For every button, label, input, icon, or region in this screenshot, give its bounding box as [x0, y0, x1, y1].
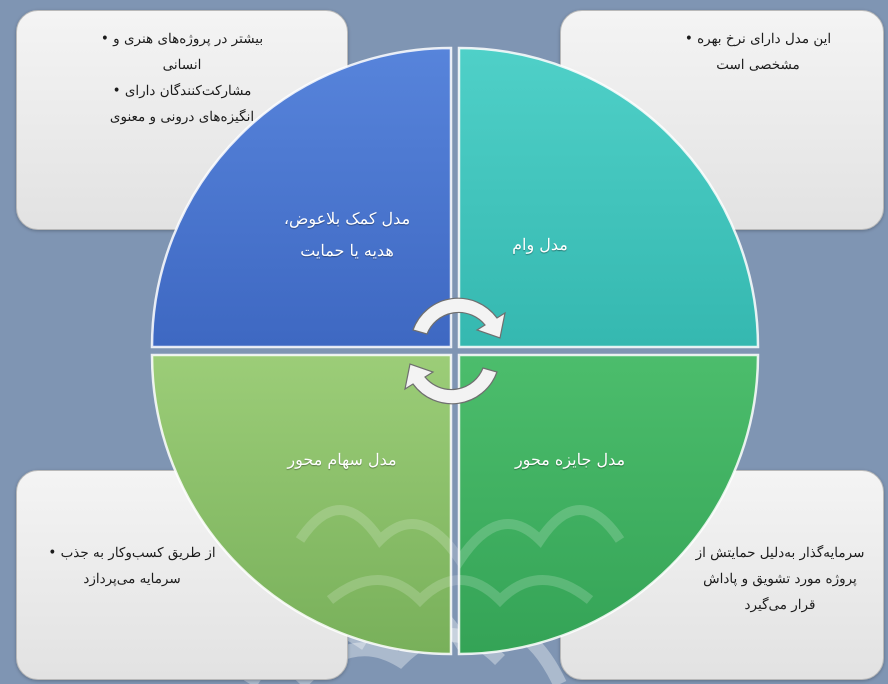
quadrant-reward-label: مدل جایزه محور [514, 450, 626, 469]
bottom-left-bullet1-line2: سرمایه می‌پردازد [83, 571, 181, 587]
panel-top-left-text: بیشتر در پروژه‌های هنری و • انسانی مشارک… [22, 26, 342, 130]
quadrant-ornament [295, 505, 625, 608]
top-left-bullet2-line2: انگیزه‌های درونی و معنوی [109, 109, 255, 125]
bottom-left-bullet1-line1: از طریق کسب‌وکار به جذب • [48, 545, 216, 561]
circular-arrows-icon [404, 297, 506, 405]
top-right-bullet1-line1: این مدل دارای نرخ بهره • [684, 31, 832, 47]
bottom-right-line3: قرار می‌گیرد [744, 597, 816, 613]
quadrant-equity [150, 353, 453, 656]
panel-bottom-right-text: سرمایه‌گذار به‌دلیل حمایتش از پروژه مورد… [680, 540, 880, 618]
quadrant-reward [457, 353, 760, 656]
bottom-right-line1: سرمایه‌گذار به‌دلیل حمایتش از [695, 545, 865, 561]
bottom-right-line2: پروژه مورد تشویق و پاداش [703, 571, 857, 587]
quadrant-equity-label: مدل سهام محور [287, 450, 397, 469]
panel-bottom-left-text: از طریق کسب‌وکار به جذب • سرمایه می‌پردا… [22, 540, 242, 592]
quadrant-grant-label: مدل کمک بلاعوض، هدیه یا حمایت [262, 203, 432, 267]
top-right-bullet1-line2: مشخصی است [716, 57, 800, 73]
panel-top-right-text: این مدل دارای نرخ بهره • مشخصی است [668, 26, 848, 78]
quadrant-loan [457, 46, 760, 349]
quadrant-grant [150, 46, 453, 349]
top-left-bullet2-line1: مشارکت‌کنندگان دارای • [112, 83, 252, 99]
top-left-bullet1-line1: بیشتر در پروژه‌های هنری و • [100, 31, 264, 47]
quadrant-grant-line1: مدل کمک بلاعوض، [283, 209, 411, 228]
quadrant-grant-line2: هدیه یا حمایت [300, 241, 394, 260]
top-left-bullet1-line2: انسانی [162, 57, 202, 73]
quadrant-loan-label: مدل وام [512, 235, 568, 254]
